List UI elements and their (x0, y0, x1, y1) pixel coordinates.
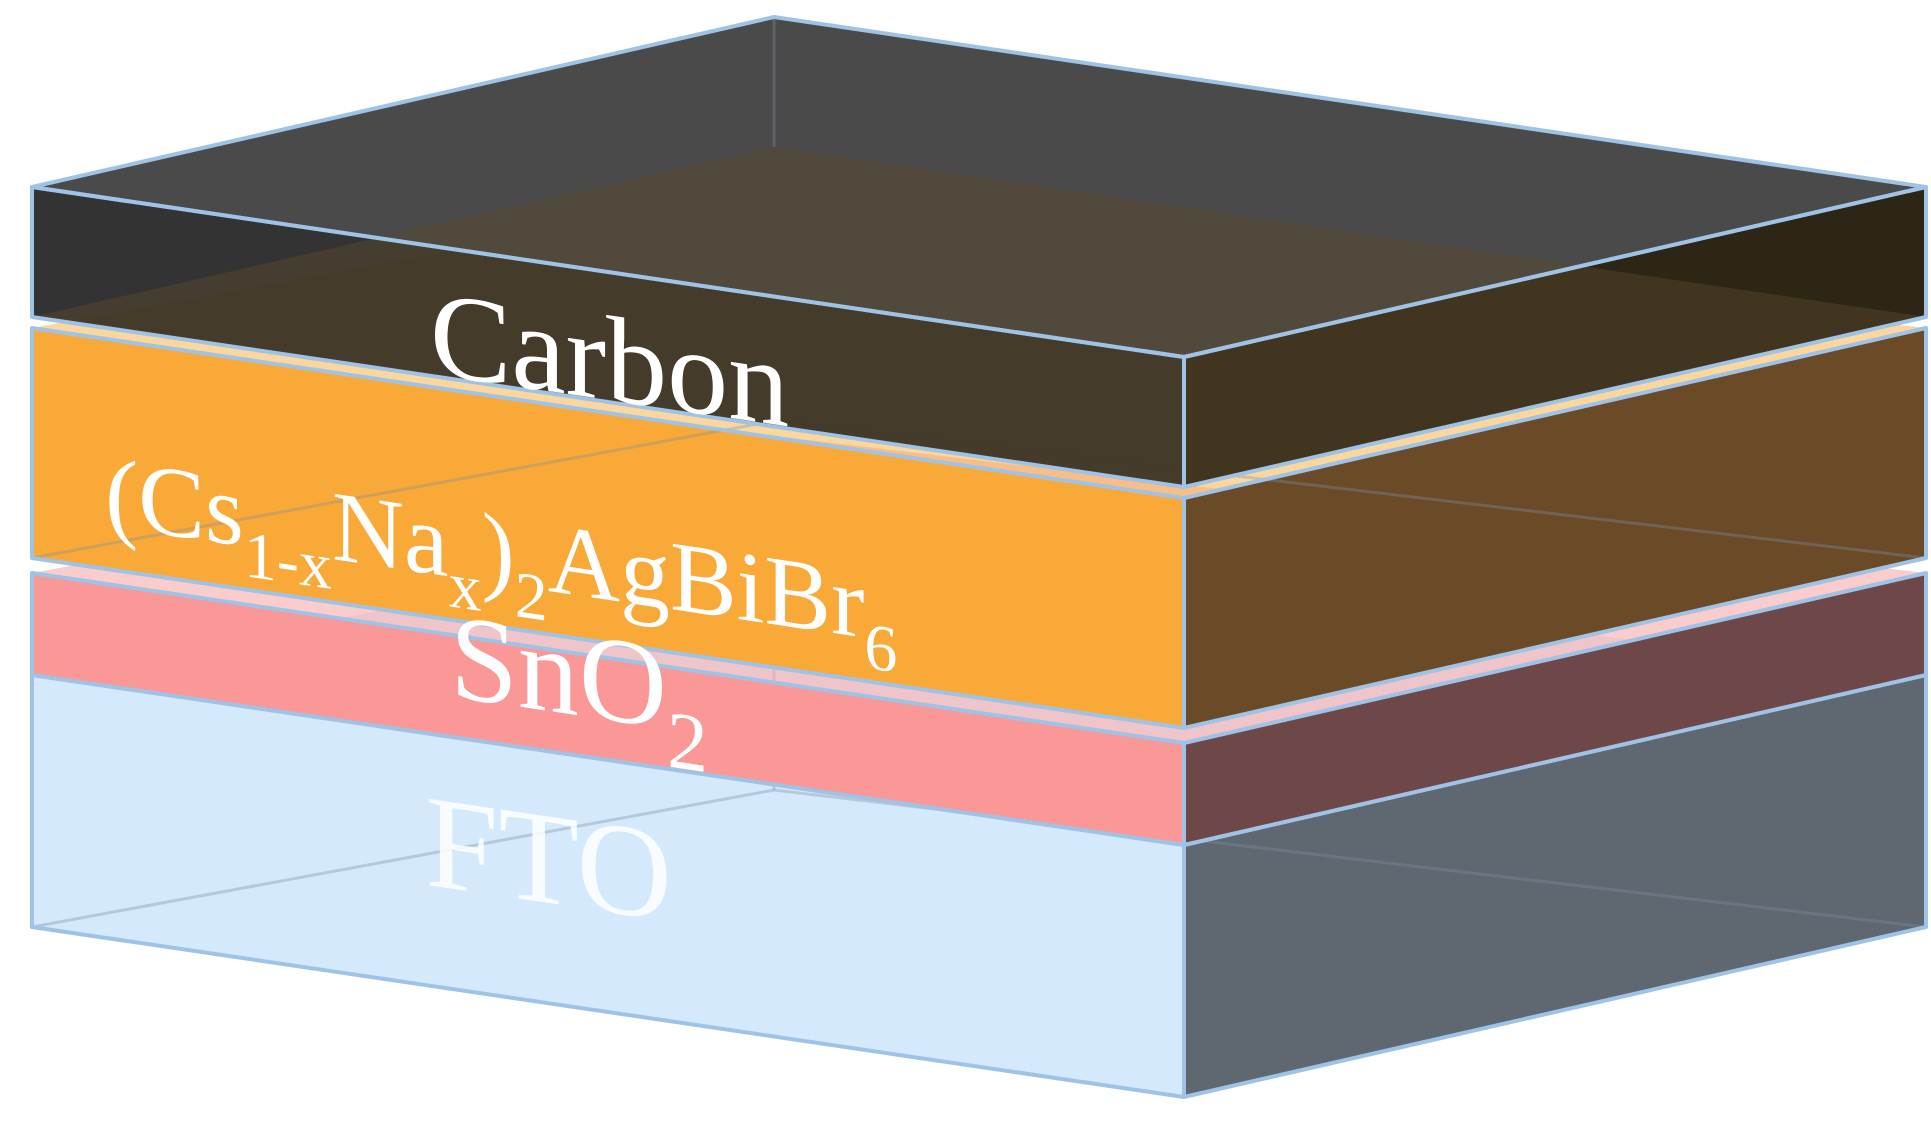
sno2-outline-side (1182, 571, 1928, 847)
perovskite-label-part: (Cs (105, 436, 244, 568)
fto-hidden-edge (31, 788, 1927, 929)
carbon-front-face (32, 187, 1184, 487)
carbon-layer (30, 15, 1928, 489)
perovskite-label-part-sub: 1-x (244, 518, 332, 604)
perovskite-side-face (1184, 328, 1926, 728)
sno2-side-face (1184, 573, 1926, 845)
perovskite-label-part-sub: 2 (515, 558, 548, 635)
carbon-top-face (32, 17, 1926, 357)
sno2-label-sub: 2 (667, 694, 708, 791)
carbon-inner-top-tint (32, 147, 1926, 487)
sno2-label: SnO2 (450, 588, 708, 790)
sno2-front-face (32, 573, 1184, 845)
perovskite-label-part: Na (332, 469, 449, 598)
perovskite-label-part: ) (481, 492, 514, 608)
perovskite-front-face (32, 328, 1184, 728)
carbon-outline-side (1182, 185, 1928, 489)
perovskite-outline-side (1182, 326, 1928, 730)
fto-front-face (32, 675, 1184, 1097)
fto-label: FTO (425, 767, 672, 950)
perovskite-label-part-sub: x (448, 549, 481, 626)
carbon-side-face (1184, 187, 1926, 487)
perovskite-label-part-sub: 6 (864, 610, 897, 687)
sno2-label-main: SnO (450, 588, 667, 755)
fto-side-face (1184, 675, 1926, 1097)
